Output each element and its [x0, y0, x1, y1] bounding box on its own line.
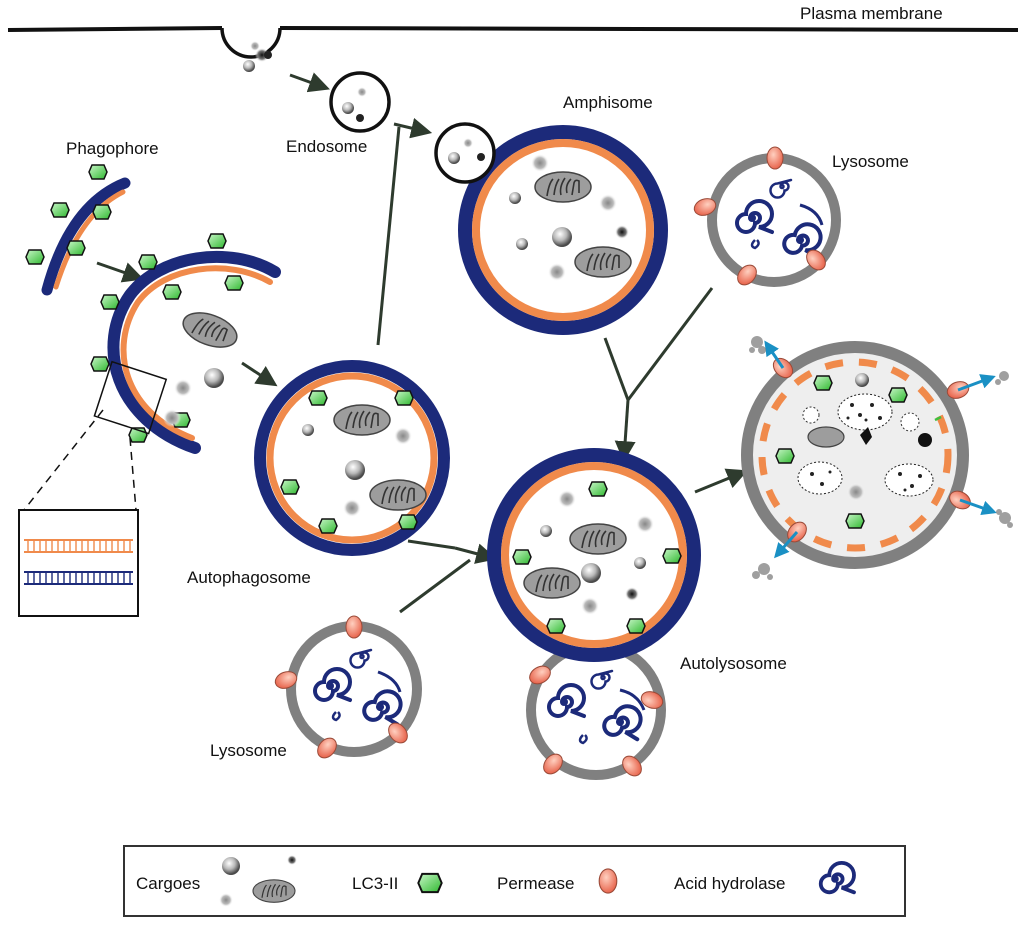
zoom-line-right: [129, 437, 137, 511]
endosome-label: Endosome: [286, 137, 367, 156]
lysosome-top-label: Lysosome: [832, 152, 909, 171]
amphisome: [434, 122, 668, 335]
legend-lc3-label: LC3-II: [352, 874, 398, 893]
phagophore-expanding: [90, 233, 281, 454]
lysosome-bottom: [272, 615, 422, 763]
autolysosome: [487, 448, 701, 781]
arrow-vesicle-to-endosome: [289, 72, 330, 93]
arrow-phagophore-to-autophagosome: [241, 361, 278, 387]
legend-acid-hydrolase-label: Acid hydrolase: [674, 874, 786, 893]
arrow-endosome-autophagosome-to-amphisome: [376, 117, 433, 346]
endosome: [329, 71, 391, 133]
legend-box: [123, 845, 906, 917]
legend-cargoes-label: Cargoes: [136, 874, 200, 893]
plasma-membrane-label: Plasma membrane: [800, 4, 943, 23]
zoom-line-left: [23, 409, 104, 511]
phagophore-early: [25, 164, 131, 296]
legend-permease-label: Permease: [497, 874, 574, 893]
autolysosome-label: Autolysosome: [680, 654, 787, 673]
cargo-icon: [219, 855, 297, 907]
permease-icon: [598, 868, 618, 894]
degrading-autolysosome: [741, 336, 1013, 580]
membrane-bilayer-inset: [18, 509, 139, 617]
amphisome-label: Amphisome: [563, 93, 653, 112]
autophagosome: [254, 360, 450, 556]
autophagosome-label: Autophagosome: [187, 568, 311, 587]
arrow-phagophore-elongation: [96, 261, 144, 283]
plasma-membrane: [7, 26, 1019, 72]
phagophore-label: Phagophore: [66, 139, 159, 158]
arrow-autolysosome-to-degradation: [694, 468, 748, 494]
zoom-box: [93, 360, 168, 435]
arrow-amphisome-lysosome-to-autolysosome: [603, 287, 714, 463]
lysosome-top: [691, 146, 841, 290]
lysosome-bottom-label: Lysosome: [210, 741, 287, 760]
arrow-autophagosome-lysosome-to-autolysosome: [399, 539, 498, 614]
lc3-icon: [417, 872, 443, 894]
legend: Cargoes LC3-II Permease Acid hydrolase: [123, 845, 906, 917]
